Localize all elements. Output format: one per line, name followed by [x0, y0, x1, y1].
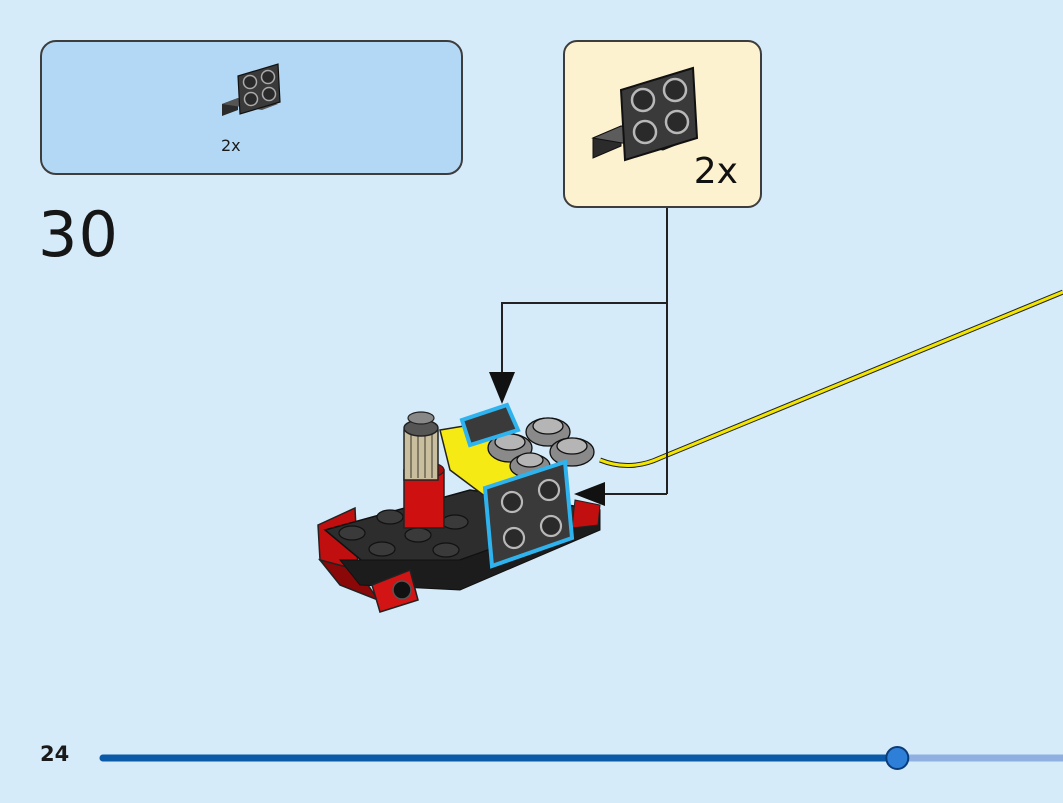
cable-outline: [599, 289, 1063, 468]
parts-list-panel: 2x: [40, 40, 463, 175]
callout-panel: 2x: [563, 40, 762, 208]
arrow-down-icon: [489, 372, 515, 404]
parts-quantity: 2x: [221, 136, 241, 155]
bracket-part-icon: [222, 63, 281, 116]
yellow-cable: [599, 290, 1063, 467]
arrow-left-icon: [574, 482, 605, 506]
page-number: 24: [40, 742, 70, 766]
progress-marker: [885, 746, 910, 770]
callout-bracket-icon: [591, 66, 699, 162]
step-number: 30: [38, 198, 119, 271]
callout-connector: [501, 208, 668, 495]
callout-quantity: 2x: [693, 151, 738, 192]
vehicle-model: [317, 402, 601, 613]
